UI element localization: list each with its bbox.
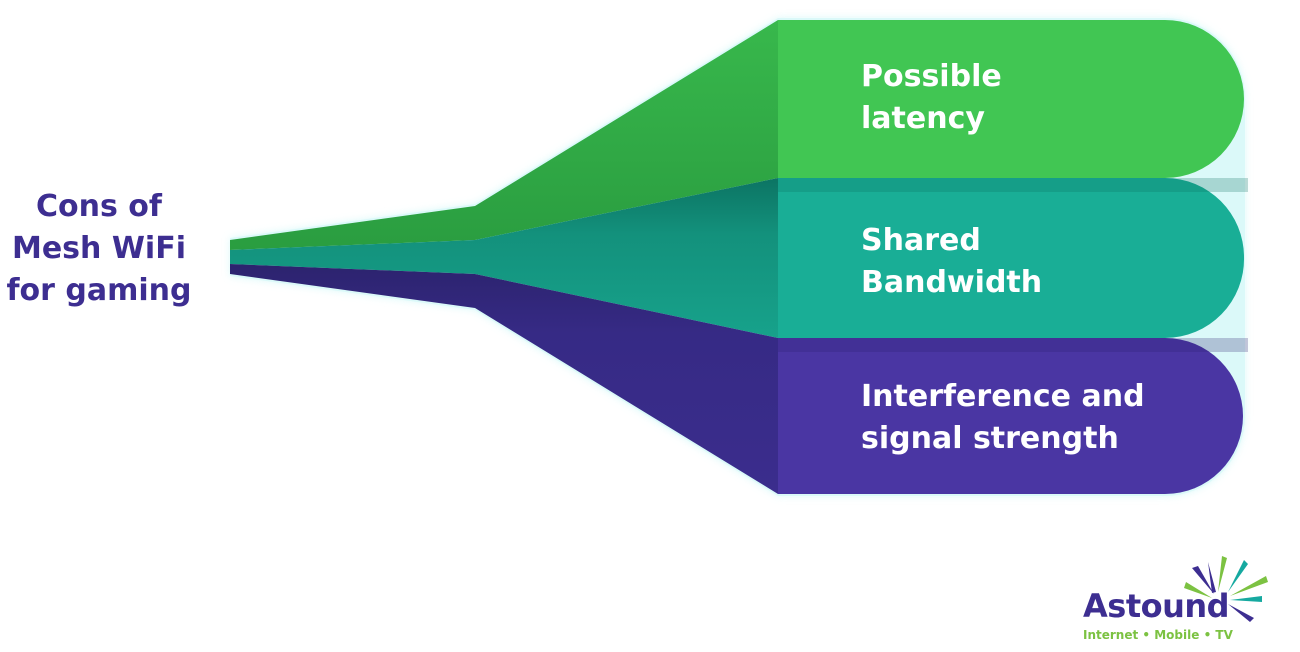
starburst-icon <box>1184 556 1268 622</box>
band-label-bandwidth: Shared Bandwidth <box>861 220 1042 304</box>
astound-logo: Astound Internet • Mobile • TV <box>1080 552 1280 647</box>
diagram-title: Cons of Mesh WiFi for gaming <box>0 186 198 312</box>
title-line: for gaming <box>6 273 192 308</box>
title-line: Mesh WiFi <box>11 231 186 266</box>
logo-wordmark: Astound <box>1083 587 1230 625</box>
band-label-line: Interference and <box>861 379 1145 414</box>
band-label-line: Bandwidth <box>861 265 1043 300</box>
band-latency-funnel <box>230 20 778 250</box>
band-label-line: signal strength <box>861 421 1119 456</box>
logo-tagline: Internet • Mobile • TV <box>1083 628 1233 642</box>
band-label-line: Shared <box>861 223 981 258</box>
band-label-line: Possible <box>861 59 1002 94</box>
title-line: Cons of <box>36 189 162 224</box>
band-bandwidth-funnel <box>230 178 778 338</box>
band-bandwidth <box>778 178 1245 338</box>
band-label-line: latency <box>861 101 985 136</box>
band-interference-funnel <box>230 264 778 494</box>
band-label-interference: Interference and signal strength <box>861 376 1145 460</box>
band-interference <box>778 338 1243 494</box>
band-latency <box>778 20 1244 178</box>
band-label-latency: Possible latency <box>861 56 1002 140</box>
